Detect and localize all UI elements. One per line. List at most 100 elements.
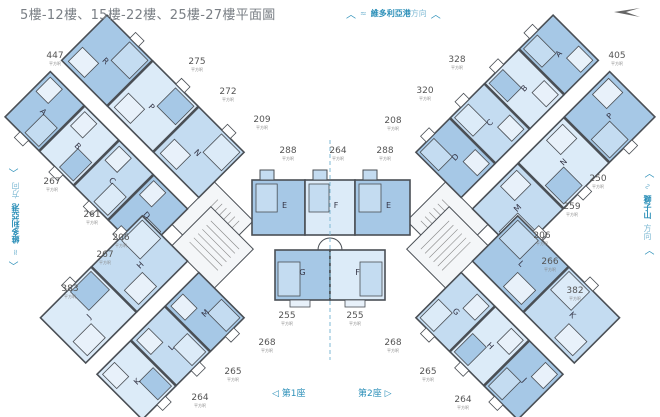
unit-H: H [448,305,530,387]
chevron-up-icon: ︿ [346,10,356,21]
unit-letter: D [450,152,461,163]
unit-letter: F [334,201,339,210]
area-unit: 平方呎 [451,65,463,70]
area-unit: 平方呎 [349,321,361,326]
unit-letter: J [84,312,93,321]
area-unit: 平方呎 [222,97,234,102]
unit-letter: B [519,83,529,93]
unit-G: G [414,271,496,353]
area-value: 250 [589,174,607,184]
area-unit: 平方呎 [194,403,206,408]
chevron-icon: ︿ [642,244,653,255]
unit-letter: A [38,107,49,118]
area-unit: 平方呎 [191,67,203,72]
unit-letter: G [299,268,305,277]
unit-K: K [522,266,621,365]
unit-F: F [329,249,386,308]
direction-top: ︿ ≈ 維多利亞港方向 ︿ [346,6,441,21]
area-value: 268 [258,338,276,348]
area-value: 405 [608,51,626,61]
unit-letter: E [282,201,287,210]
unit-L: L [130,305,212,387]
area-value: 275 [188,57,206,67]
unit-A: A [518,13,600,96]
area-unit: 平方呎 [282,156,294,161]
area-value: 255 [278,311,296,321]
area-value: 208 [384,116,402,126]
area-unit: 平方呎 [115,243,127,248]
unit-letter: P [605,111,615,121]
unit-letter: N [558,157,569,168]
unit-B: B [38,104,120,187]
chevron-icon: ︿ [10,260,21,271]
unit-N: N [517,116,611,210]
unit-A: A [3,70,86,152]
unit-P: P [106,59,200,153]
area-value: 320 [416,86,434,96]
area-value: 383 [61,284,79,294]
unit-letter: K [132,376,143,387]
unit-letter: C [485,117,496,128]
area-value: 264 [329,146,347,156]
unit-letter: M [512,202,523,213]
unit-letter: J [520,375,529,384]
wave-icon: ≈ [360,9,367,18]
chevron-icon: ︿ [642,168,653,178]
unit-letter: N [192,148,203,159]
unit-M: M [164,271,246,353]
unit-letter: H [485,341,496,352]
area-unit: 平方呎 [457,405,469,410]
area-unit: 平方呎 [592,184,604,189]
unit-letter: C [107,176,118,187]
area-value: 259 [563,202,581,212]
direction-left-label: 維多利亞港 [11,204,20,244]
area-value: 209 [253,115,271,125]
area-unit: 平方呎 [422,377,434,382]
area-unit: 平方呎 [46,187,58,192]
area-value: 267 [43,177,61,187]
area-unit: 平方呎 [387,126,399,131]
area-value: 266 [541,257,559,267]
tower-1-text: 第1座 [281,389,306,399]
area-value: 447 [46,51,64,61]
direction-right-label: 獅子山 [643,194,652,219]
area-value: 267 [96,250,114,260]
area-unit: 平方呎 [281,321,293,326]
unit-letter: P [147,102,157,112]
area-value: 255 [346,311,364,321]
area-unit: 平方呎 [261,348,273,353]
area-unit: 平方呎 [566,212,578,217]
unit-R: R [60,13,154,107]
area-unit: 平方呎 [544,267,556,272]
unit-C: C [72,139,155,221]
unit-letter: E [386,201,391,210]
unit-E: E [354,169,411,236]
unit-H: H [90,214,189,313]
area-value: 288 [279,146,297,156]
tower-2-label: 第2座 ▷ [358,389,392,399]
area-value: 272 [219,87,237,97]
direction-top-suffix: 方向 [410,9,427,18]
area-unit: 平方呎 [387,348,399,353]
unit-G: G [274,249,331,308]
tower-1-label: ◁ 第1座 [272,389,306,399]
area-value: 328 [448,55,466,65]
north-arrow-icon [612,6,642,20]
